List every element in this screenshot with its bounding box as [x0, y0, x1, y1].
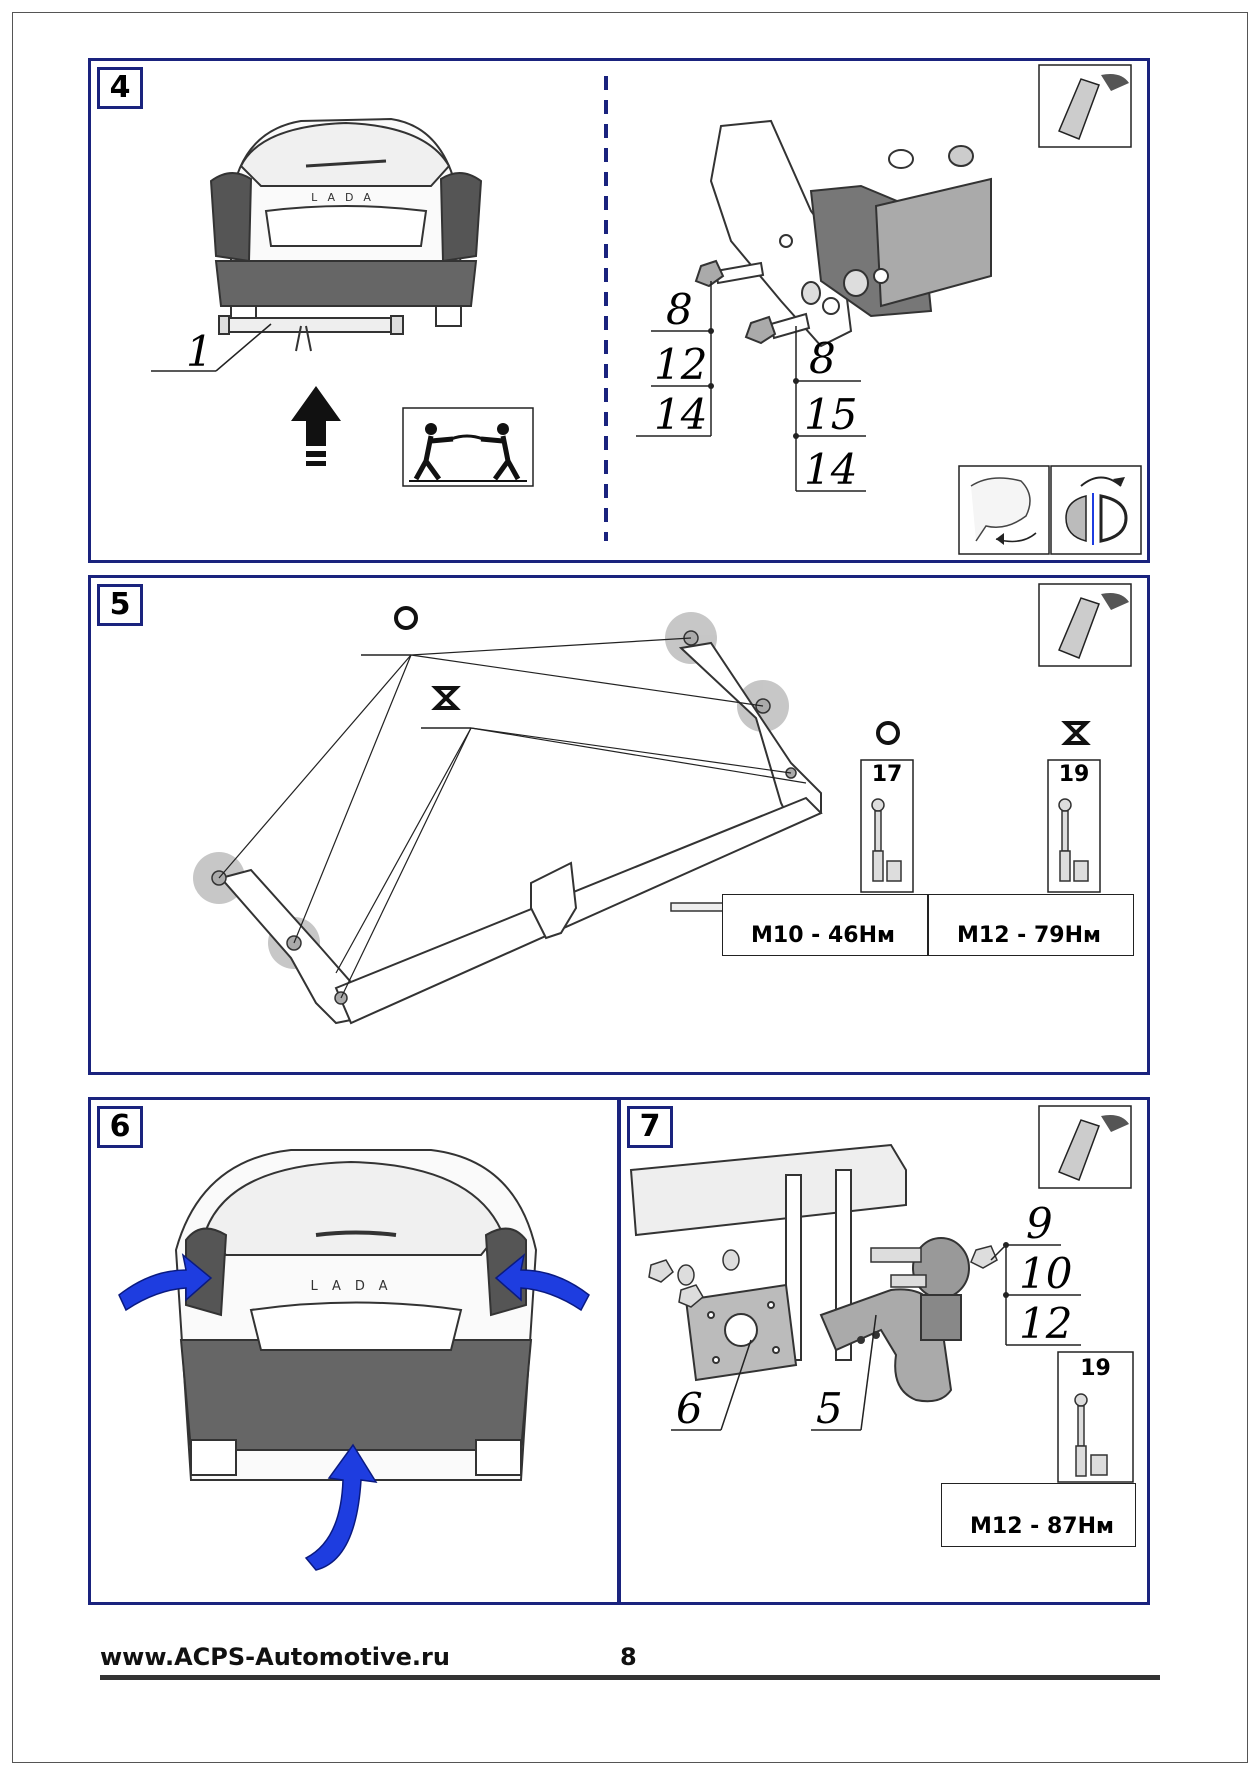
- torque-box-m12: M12 - 79Нм: [928, 894, 1134, 956]
- wrench-icon: [871, 798, 902, 882]
- part-label-1: 1: [186, 327, 213, 376]
- torque-box-m12-87: M12 - 87Нм: [941, 1483, 1136, 1547]
- socket-plate: [684, 1283, 798, 1382]
- step-number: 4: [97, 67, 143, 109]
- two-person-lift-icon: [402, 407, 534, 487]
- hand-tighten-icon: [958, 465, 1050, 555]
- bolt-a-size: 8: [666, 285, 693, 334]
- hourglass-marker-icon: [1061, 721, 1091, 745]
- car-rear-illustration: [174, 1149, 538, 1481]
- footer-rule: [100, 1675, 1160, 1680]
- socket-size-19: 19: [1080, 1356, 1111, 1381]
- step-5-illustration: [193, 583, 1132, 1025]
- bolt-socket: 12: [1019, 1299, 1072, 1348]
- part-label-5: 5: [816, 1384, 843, 1433]
- footer-url[interactable]: www.ACPS-Automotive.ru: [100, 1643, 450, 1671]
- bolt-size: 9: [1026, 1199, 1053, 1248]
- circle-marker-icon: [394, 606, 418, 630]
- page-number: 8: [620, 1643, 637, 1671]
- towbar-frame: [219, 641, 823, 1025]
- rotate-nut-icon: [1050, 465, 1142, 555]
- wrench-icon: [1074, 1393, 1108, 1477]
- torque-value: M12 - 79Нм: [957, 923, 1101, 948]
- bolt-a: [694, 259, 765, 288]
- bolt-b-socket: 14: [804, 445, 857, 494]
- step-4-illustration: LADA 1: [151, 64, 1142, 555]
- panel-step-6: 6 LADA: [88, 1097, 620, 1605]
- panel-step-4: 4 LADA 1: [88, 58, 1150, 563]
- bolt-a-wrench: 12: [654, 340, 707, 389]
- bolt-b-size: 8: [809, 334, 836, 383]
- panel-step-5: 5: [88, 575, 1150, 1075]
- bolt-a-socket: 14: [654, 390, 707, 439]
- ball-mount: [785, 1169, 970, 1403]
- bolt-b-wrench: 15: [804, 390, 857, 439]
- bolt-wrench: 10: [1019, 1249, 1072, 1298]
- socket-size-19: 19: [1058, 762, 1090, 787]
- towbar-part: [218, 315, 404, 352]
- step-6-illustration: LADA: [118, 1149, 590, 1571]
- car-badge: LADA: [311, 191, 381, 204]
- page-border: [12, 12, 1248, 1763]
- up-arrow-icon: [291, 386, 341, 466]
- car-badge: LADA: [310, 1279, 401, 1294]
- torque-box-m10: M10 - 46Нм: [722, 894, 928, 956]
- bolt-b: [744, 312, 811, 345]
- bracket-illustration: [709, 119, 992, 348]
- crossbar: [629, 1143, 907, 1237]
- socket-size-17: 17: [871, 762, 903, 787]
- car-rear-illustration: [209, 117, 483, 327]
- car-underside-icon: [1038, 64, 1132, 148]
- step-number: 5: [97, 584, 143, 626]
- car-underside-icon: [1038, 1105, 1132, 1189]
- blue-arrow-icon: [118, 1253, 590, 1571]
- torque-value: M10 - 46Нм: [751, 923, 895, 948]
- step-7-illustration: 6 5 9 10 12: [629, 1105, 1134, 1507]
- torque-value: M12 - 87Нм: [970, 1514, 1114, 1539]
- circle-marker-icon: [876, 721, 900, 745]
- car-underside-icon: [1038, 583, 1132, 667]
- part-label-6: 6: [676, 1384, 703, 1433]
- wrench-icon: [1058, 798, 1089, 882]
- step-number: 6: [97, 1106, 143, 1148]
- hourglass-marker-icon: [431, 686, 461, 710]
- step-number: 7: [627, 1106, 673, 1148]
- panel-step-7: 7: [618, 1097, 1150, 1605]
